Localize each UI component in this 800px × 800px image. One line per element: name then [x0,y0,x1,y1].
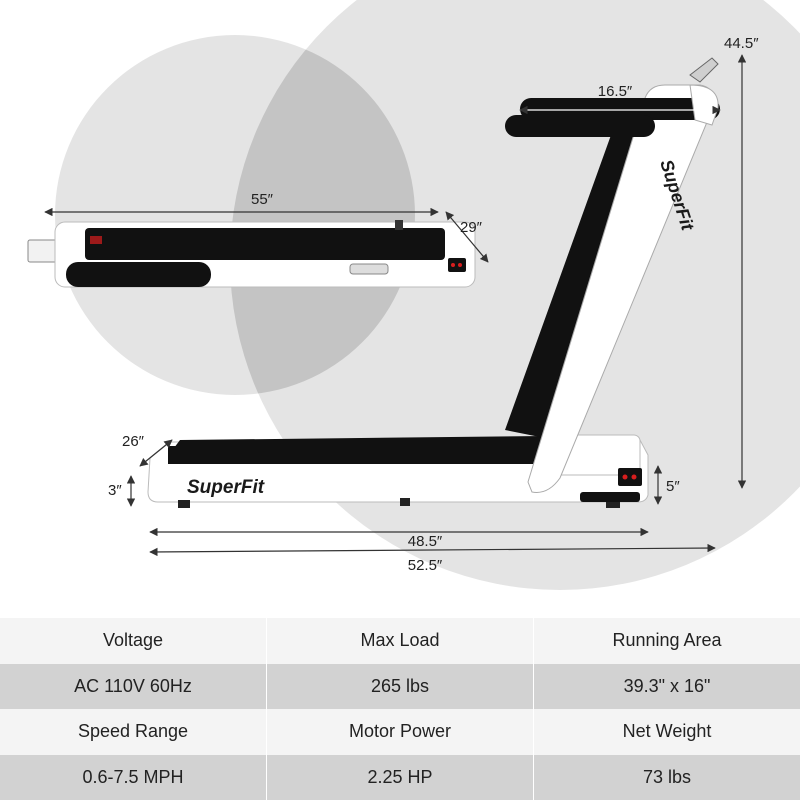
dim-label-deck-length: 48.5″ [408,533,443,550]
spec-value-net-weight: 73 lbs [533,754,800,800]
spec-label-max-load: Max Load [266,618,533,664]
dim-line-folded-width [445,211,489,263]
spec-label-voltage: Voltage [102,630,164,651]
dim-label-folded-width: 29″ [460,219,483,236]
dim-label-deck-width: 26″ [122,433,145,450]
spec-label-running-area: Running Area [533,618,800,664]
spec-label-motor-power: Motor Power [266,709,533,755]
spec-row-values-1: AC 110V 60Hz 265 lbs 39.3" x 16" [0,663,800,709]
upright-treadmill [147,57,720,508]
spec-table: Voltage Max Load Running Area AC 110V 60… [0,618,800,800]
dim-label-rear-height: 5″ [666,478,680,495]
spec-value-max-load: 265 lbs [266,663,533,709]
dim-label-deck-height: 3″ [108,482,122,499]
dim-label-total-height: 44.5″ [724,35,759,52]
dim-label-folded-length: 55″ [251,191,274,208]
folded-treadmill [27,220,476,288]
spec-row-values-2: 0.6-7.5 MPH 2.25 HP 73 lbs [0,754,800,800]
dim-line-total-length [149,543,716,557]
dim-label-handle-width: 16.5″ [598,83,633,100]
dimension-illustration: 55″ 29″ [27,0,800,590]
spec-value-running-area: 39.3" x 16" [533,663,800,709]
spec-value-speed-range: 0.6-7.5 MPH [82,766,184,787]
spec-row-labels-1: Voltage Max Load Running Area [0,618,800,664]
spec-value-voltage: AC 110V 60Hz [74,675,192,696]
brand-logo-deck: SuperFit [187,477,265,498]
spec-label-speed-range: Speed Range [77,721,189,742]
spec-label-net-weight: Net Weight [533,709,800,755]
spec-value-motor-power: 2.25 HP [266,754,533,800]
dim-label-total-length: 52.5″ [408,557,443,574]
spec-row-labels-2: Speed Range Motor Power Net Weight [0,709,800,755]
dim-line-deck-width [139,439,173,467]
